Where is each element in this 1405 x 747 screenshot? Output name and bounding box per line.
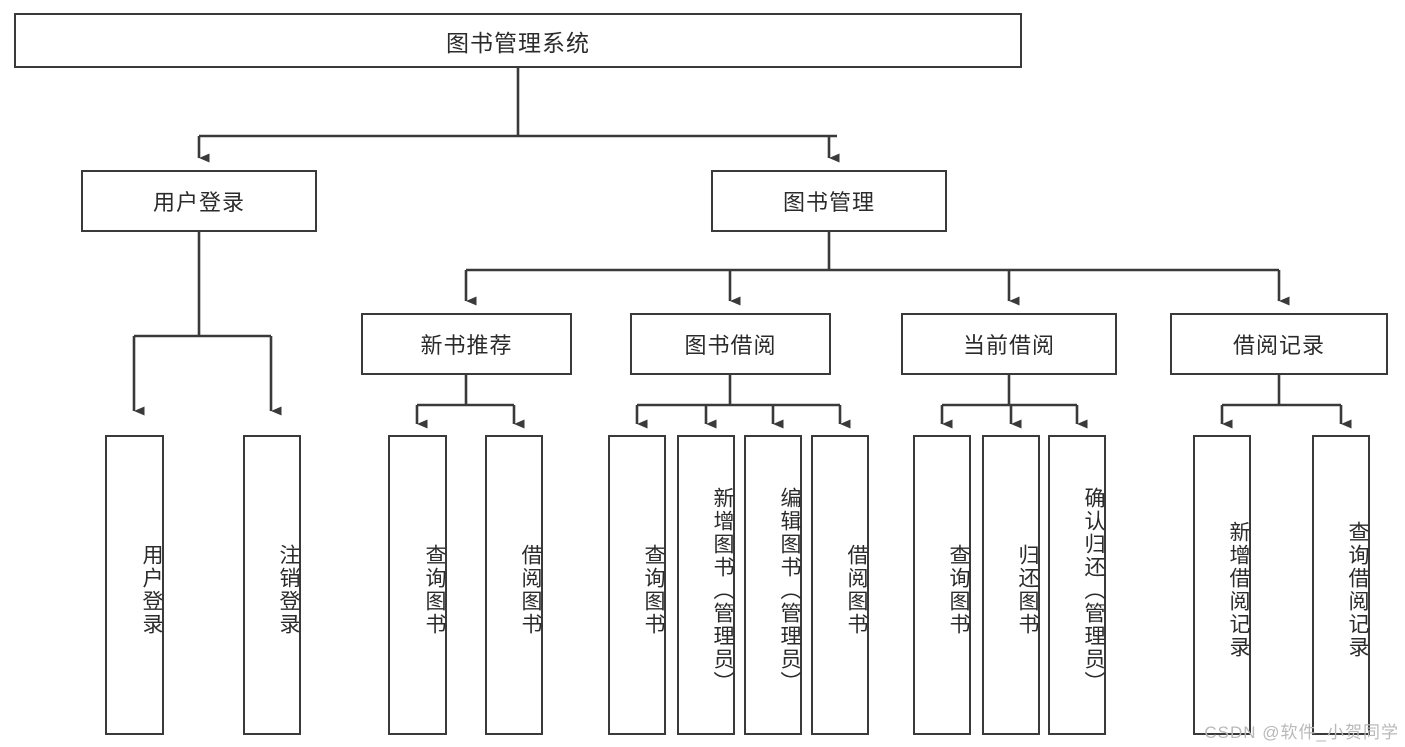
leaf-current-borrow-confirm[interactable]: 确认归还（管理员）	[1048, 435, 1106, 735]
watermark: CSDN @软件_小贺同学	[1204, 723, 1399, 742]
node-label: 编辑图书（管理员）	[778, 486, 801, 694]
node-label: 查询图书	[642, 544, 665, 636]
leaf-new-book-query[interactable]: 查询图书	[388, 435, 447, 735]
node-label: 图书借阅	[684, 333, 777, 358]
node-label: 借阅图书	[845, 544, 868, 636]
leaf-user-login-logout[interactable]: 注销登录	[243, 435, 301, 735]
leaf-book-borrow-query[interactable]: 查询图书	[608, 435, 666, 735]
node-book-management[interactable]: 图书管理	[711, 170, 947, 232]
node-user-login[interactable]: 用户登录	[81, 170, 317, 232]
node-root[interactable]: 图书管理系统	[14, 13, 1022, 68]
leaf-current-borrow-return[interactable]: 归还图书	[982, 435, 1040, 735]
node-label: 用户登录	[152, 190, 245, 215]
node-label: 新增图书（管理员）	[711, 486, 734, 694]
leaf-book-borrow-borrow[interactable]: 借阅图书	[811, 435, 869, 735]
node-label: 查询图书	[947, 544, 970, 636]
node-label: 借阅记录	[1232, 333, 1325, 358]
node-label: 归还图书	[1016, 544, 1039, 636]
leaf-borrow-record-add[interactable]: 新增借阅记录	[1193, 435, 1251, 735]
leaf-book-borrow-edit[interactable]: 编辑图书（管理员）	[744, 435, 802, 735]
leaf-current-borrow-query[interactable]: 查询图书	[913, 435, 971, 735]
node-book-borrow[interactable]: 图书借阅	[630, 313, 831, 375]
node-label: 新书推荐	[420, 333, 513, 358]
node-current-borrow[interactable]: 当前借阅	[901, 313, 1117, 375]
node-label: 图书管理系统	[446, 29, 590, 56]
node-label: 当前借阅	[962, 333, 1055, 358]
node-label: 图书管理	[782, 190, 875, 215]
leaf-borrow-record-query[interactable]: 查询借阅记录	[1312, 435, 1370, 735]
leaf-book-borrow-add[interactable]: 新增图书（管理员）	[677, 435, 735, 735]
node-label: 新增借阅记录	[1227, 521, 1250, 659]
node-new-book-recommend[interactable]: 新书推荐	[361, 313, 572, 375]
node-label: 查询借阅记录	[1346, 521, 1369, 659]
node-label: 用户登录	[140, 544, 163, 636]
node-label: 借阅图书	[519, 544, 542, 636]
node-label: 注销登录	[277, 544, 300, 636]
node-borrow-record[interactable]: 借阅记录	[1170, 313, 1388, 375]
node-label: 查询图书	[423, 544, 446, 636]
leaf-user-login-login[interactable]: 用户登录	[105, 435, 164, 735]
node-label: 确认归还（管理员）	[1082, 486, 1105, 694]
leaf-new-book-borrow[interactable]: 借阅图书	[485, 435, 543, 735]
